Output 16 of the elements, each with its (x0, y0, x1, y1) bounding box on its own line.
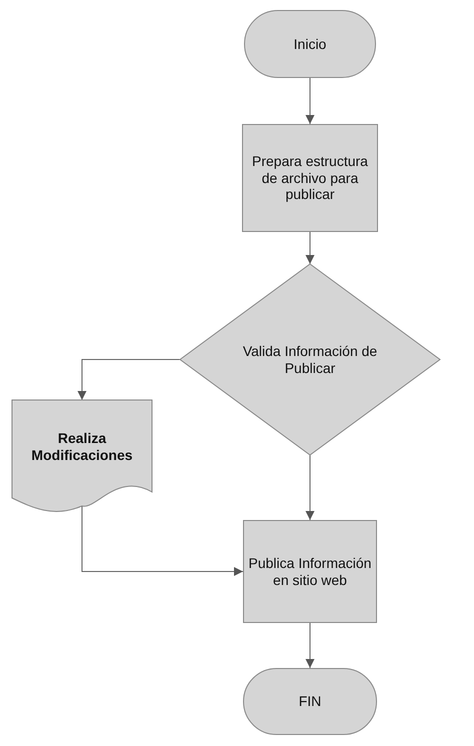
document-shape (12, 400, 152, 512)
node-label: Valida Información de Publicar (242, 342, 378, 376)
process-box (243, 520, 377, 623)
node-label: Realiza Modificaciones (30, 430, 134, 464)
node-label: FIN (298, 693, 322, 710)
decision-diamond (180, 264, 440, 455)
arrow (306, 454, 314, 520)
arrow (78, 359, 180, 400)
arrow (82, 506, 244, 576)
node-label: Prepara estructura de archivo para publicar (251, 152, 369, 204)
process-box (242, 124, 378, 232)
node-label: Publica Información en sitio web (248, 554, 372, 588)
arrow (306, 78, 314, 124)
arrow (306, 232, 314, 264)
node-label: Inicio (294, 36, 326, 52)
arrow (306, 622, 314, 668)
